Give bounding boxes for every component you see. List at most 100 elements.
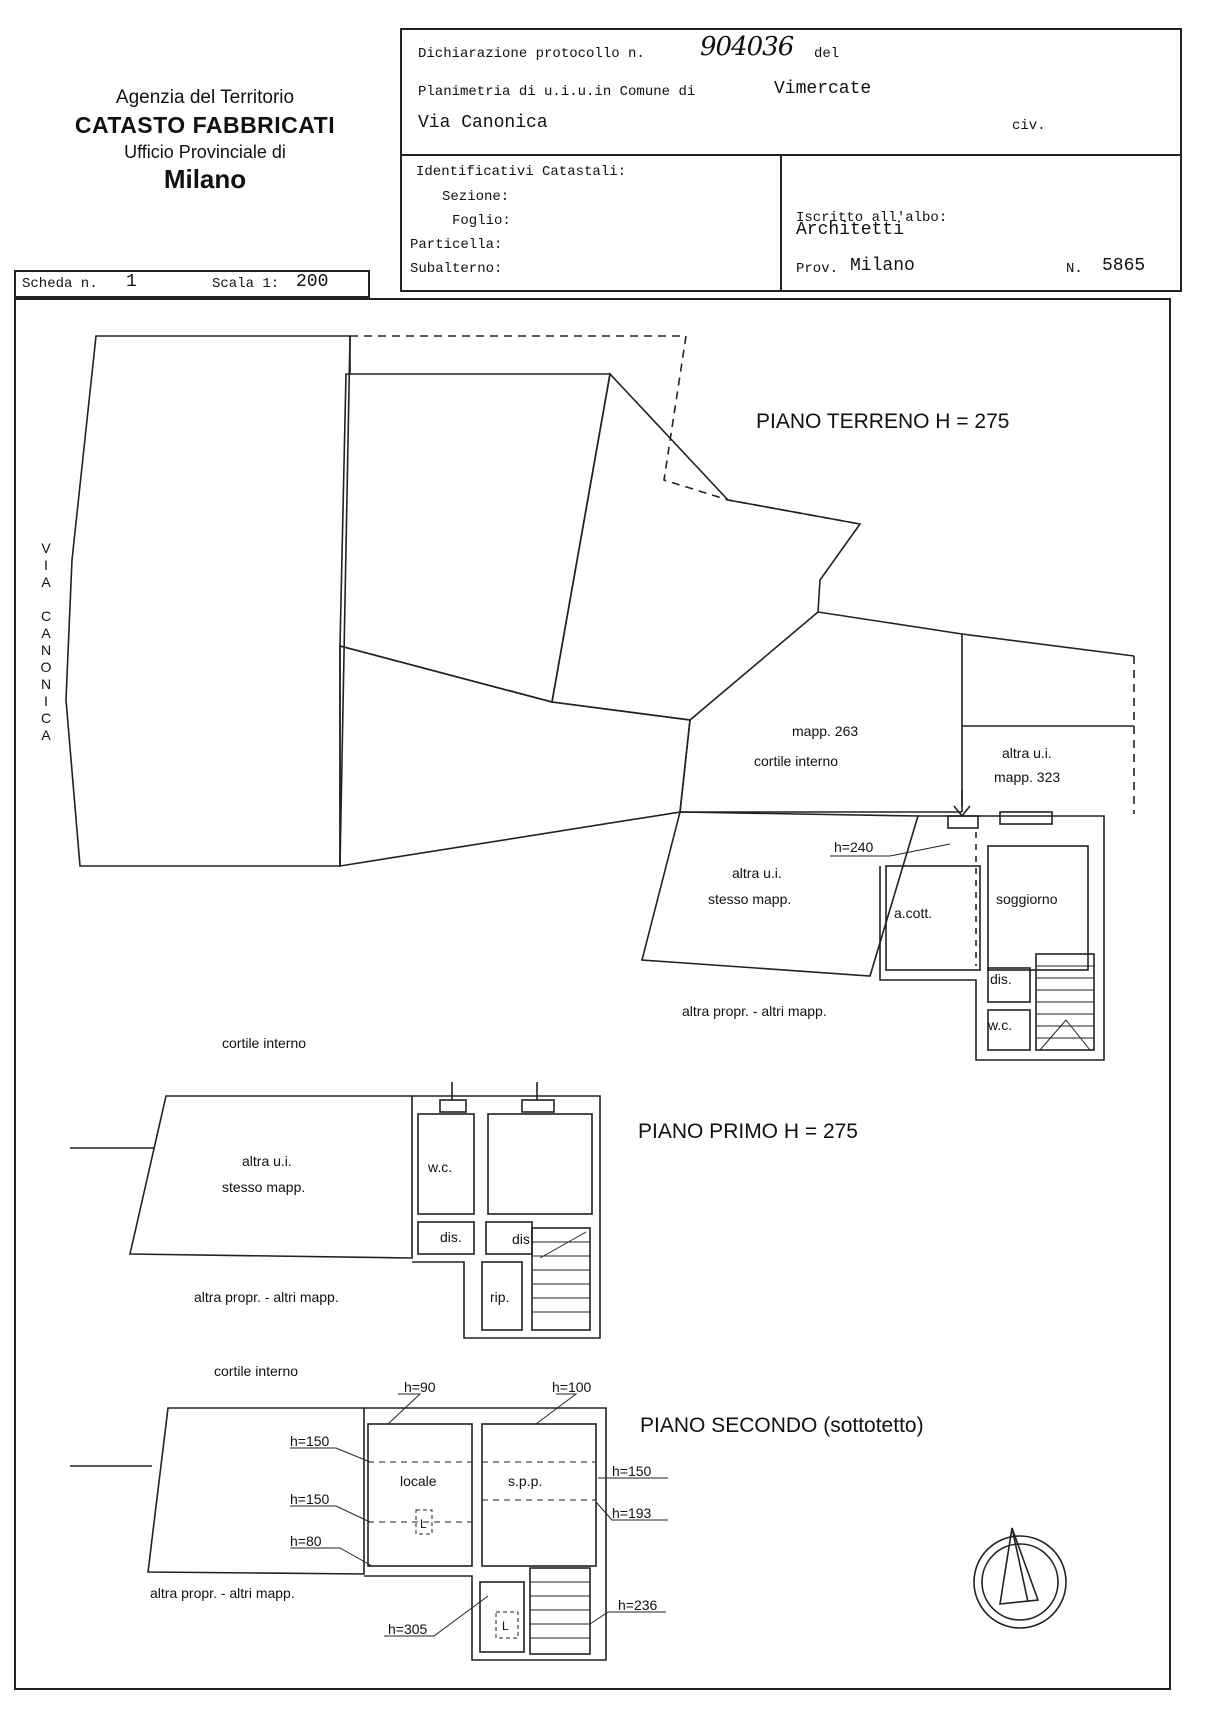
- protocol-suffix: del: [814, 46, 840, 62]
- first-floor-title: PIANO PRIMO H = 275: [638, 1120, 858, 1143]
- spp-label: s.p.p.: [508, 1473, 542, 1489]
- door: [947, 815, 979, 829]
- h240-leader: [889, 843, 951, 857]
- unit-outline-first: [412, 1095, 601, 1339]
- protocol-number: 904036: [700, 32, 794, 62]
- dis-label: dis.: [990, 971, 1012, 987]
- n-value: 5865: [1102, 256, 1146, 276]
- mapp323-label: mapp. 323: [994, 769, 1060, 785]
- office-city: Milano: [163, 164, 247, 194]
- mapp263-label: mapp. 263: [792, 723, 858, 739]
- altra-propr-label: altra propr. - altri mapp.: [682, 1003, 827, 1019]
- street-letter: A: [41, 574, 51, 590]
- prov-value: Milano: [850, 256, 915, 276]
- street-letter: N: [40, 676, 52, 692]
- street-letter: O: [40, 659, 52, 675]
- soggiorno-label: soggiorno: [996, 891, 1058, 907]
- office-label: Ufficio Provinciale di: [124, 142, 286, 162]
- particella-label: Particella:: [410, 237, 503, 253]
- altra-ui-label: altra u.i.: [1002, 745, 1052, 761]
- room-first: [487, 1113, 593, 1215]
- first-dis2-label: dis.: [512, 1231, 534, 1247]
- room-acott: [885, 865, 981, 971]
- h305-label: h=305: [388, 1621, 428, 1637]
- scale-label: Scala 1:: [212, 276, 280, 292]
- locale-label: locale: [400, 1473, 437, 1489]
- wall: [817, 611, 1135, 657]
- stair-treads-second: [530, 1581, 590, 1639]
- comune-value: Vimercate: [774, 79, 872, 99]
- foglio-label: Foglio:: [452, 213, 511, 229]
- first-altra-ui-label: altra u.i.: [242, 1153, 292, 1169]
- n-label: N.: [1066, 261, 1083, 277]
- room-wc: [987, 1009, 1031, 1051]
- street-letter: A: [41, 625, 51, 641]
- door-first: [439, 1099, 467, 1113]
- stair-second: [529, 1567, 591, 1655]
- building-left: [65, 335, 351, 867]
- first-floor-plan: [70, 1082, 601, 1339]
- first-stesso-mapp-label: stesso mapp.: [222, 1179, 305, 1195]
- wall: [679, 719, 691, 813]
- room-dis1: [417, 1221, 475, 1255]
- scale-value: 200: [296, 272, 329, 292]
- h150c-label: h=150: [612, 1463, 652, 1479]
- protocol-label: Dichiarazione protocollo n.: [418, 46, 645, 62]
- altra-ui-first: [129, 1095, 413, 1259]
- l-marker-box: [495, 1611, 519, 1639]
- scheda-label: Scheda n.: [22, 276, 98, 292]
- street-letter: I: [44, 693, 48, 709]
- unit-outline-second: [364, 1407, 607, 1661]
- drawing-sheet: [14, 298, 1171, 1690]
- room-locale: [367, 1423, 473, 1567]
- room-rip: [481, 1261, 523, 1331]
- h236-label: h=236: [618, 1597, 658, 1613]
- building-mid-lower: [339, 644, 691, 867]
- stesso-mapp-label: stesso mapp.: [708, 891, 791, 907]
- first-rip-label: rip.: [490, 1289, 509, 1305]
- wc-label: w.c.: [987, 1017, 1012, 1033]
- first-cortile-label: cortile interno: [222, 1035, 306, 1051]
- prov-label: Prov.: [796, 261, 839, 277]
- stair-treads-first: [532, 1231, 590, 1313]
- building-right-upper: [551, 372, 862, 721]
- ground-floor-title: PIANO TERRENO H = 275: [756, 410, 1009, 433]
- subalterno-label: Subalterno:: [410, 261, 503, 277]
- second-floor-title: PIANO SECONDO (sottotetto): [640, 1414, 924, 1437]
- room-wc-first: [417, 1113, 475, 1215]
- stair-first: [531, 1227, 591, 1331]
- albo-label: Iscritto all'albo:: [796, 210, 948, 226]
- room-dis: [987, 967, 1031, 1003]
- street-letter: A: [41, 727, 51, 743]
- second-altra-propr-label: altra propr. - altri mapp.: [150, 1585, 295, 1601]
- h150b-label: h=150: [290, 1491, 330, 1507]
- stair-treads: [1036, 965, 1094, 1051]
- scheda-box: Scheda n. 1 Scala 1: 200: [14, 270, 370, 298]
- h100-label: h=100: [552, 1379, 592, 1395]
- second-floor-plan: [70, 1393, 668, 1661]
- room-spp: [481, 1423, 597, 1567]
- unit-outline: [879, 815, 1105, 1061]
- leader-lines: [290, 1393, 668, 1637]
- l-marker-box: [415, 1509, 433, 1535]
- first-wc-label: w.c.: [427, 1159, 452, 1175]
- identifiers-box: Identificativi Catastali: Sezione: Fogli…: [400, 154, 1182, 292]
- door: [999, 811, 1053, 825]
- sezione-label: Sezione:: [442, 189, 510, 205]
- room-soggiorno: [987, 845, 1089, 971]
- catasto-title: CATASTO FABBRICATI: [74, 112, 336, 138]
- room-small: [479, 1581, 525, 1653]
- street-letter: N: [40, 642, 52, 658]
- agency-heading: Agenzia del Territorio CATASTO FABBRICAT…: [40, 86, 370, 194]
- divider: [780, 156, 782, 290]
- boundary-dashed-right: [663, 335, 861, 525]
- l-marker-2: L: [502, 1619, 509, 1633]
- acott-label: a.cott.: [894, 905, 932, 921]
- plan-label: Planimetria di u.i.u.in Comune di: [418, 84, 696, 100]
- street-letter: I: [44, 557, 48, 573]
- first-altra-propr-label: altra propr. - altri mapp.: [194, 1289, 339, 1305]
- h193-label: h=193: [612, 1505, 652, 1521]
- scheda-number: 1: [126, 272, 137, 292]
- civ-label: civ.: [1012, 118, 1046, 134]
